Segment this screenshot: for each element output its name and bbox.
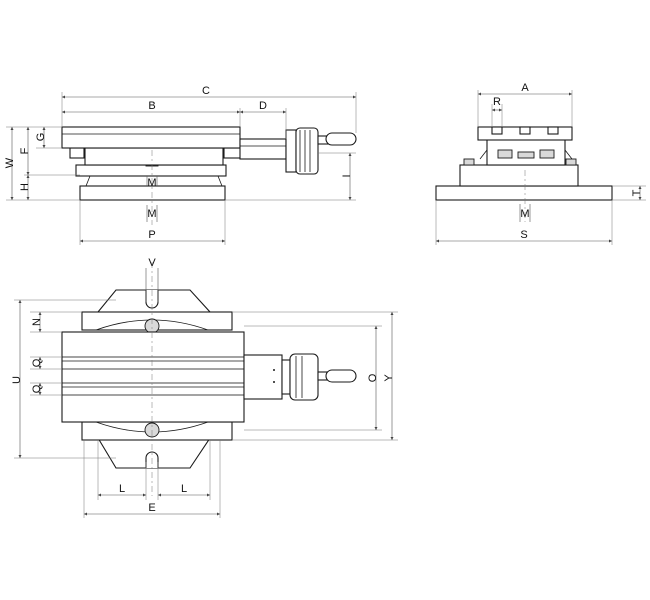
top-dimensions: V U N Q Q O Y L (11, 257, 398, 518)
side-slide-jaws (479, 149, 573, 160)
side-nut-center (517, 151, 535, 159)
label-c: C (202, 85, 210, 97)
top-screw-housing (243, 354, 283, 400)
label-f: F (19, 147, 31, 154)
label-h: H (19, 183, 31, 191)
front-handwheel (295, 127, 319, 175)
label-y: Y (383, 374, 395, 382)
side-tslot-3 (547, 126, 559, 135)
label-l-left: L (119, 483, 125, 495)
side-bolt-left (463, 158, 475, 166)
label-q-upper: Q (31, 358, 43, 367)
label-m-front-lower: M (147, 208, 156, 220)
front-slide-lip-left (69, 147, 85, 159)
label-m-side: M (520, 208, 529, 220)
label-b: B (148, 100, 155, 112)
top-handle-grip (325, 369, 357, 383)
front-slide-lip-right (223, 147, 243, 159)
front-screw-housing (239, 138, 287, 160)
top-handwheel-hub (281, 359, 291, 395)
front-handwheel-hub (285, 129, 297, 173)
top-housing-dot2 (273, 381, 275, 383)
side-bolt-right (565, 158, 577, 166)
top-view (61, 262, 357, 496)
label-g: G (35, 133, 47, 142)
label-p: P (148, 229, 155, 241)
front-table (61, 126, 241, 149)
label-i: I (341, 174, 353, 177)
label-m-front-upper: M (147, 177, 156, 189)
front-view (61, 126, 357, 225)
label-e: E (148, 502, 155, 514)
side-tslot-2 (519, 126, 531, 135)
label-d: D (259, 100, 267, 112)
side-base (435, 185, 613, 201)
top-table (61, 331, 245, 423)
front-base (79, 185, 226, 201)
front-dimensions: C B D W F G H I M M (4, 85, 357, 245)
label-l-right: L (181, 483, 187, 495)
label-t: T (631, 189, 643, 196)
top-handwheel (289, 353, 319, 401)
label-r: R (493, 96, 501, 108)
side-nut-left (497, 149, 513, 159)
label-w: W (4, 157, 16, 168)
side-view (435, 126, 613, 222)
label-u: U (11, 376, 23, 384)
side-dimensions: A R M T S (435, 82, 646, 245)
label-a: A (521, 82, 529, 94)
label-s: S (520, 229, 527, 241)
front-swivel (75, 164, 227, 177)
side-tslot-1 (491, 126, 503, 135)
label-n: N (31, 318, 43, 326)
side-swivel (459, 164, 579, 187)
side-nut-right (539, 149, 555, 159)
top-housing-dot1 (273, 369, 275, 371)
label-o: O (367, 373, 379, 382)
front-slide (84, 147, 224, 166)
label-q-lower: Q (31, 384, 43, 393)
label-v: V (148, 257, 156, 269)
front-handle-grip (325, 132, 357, 146)
